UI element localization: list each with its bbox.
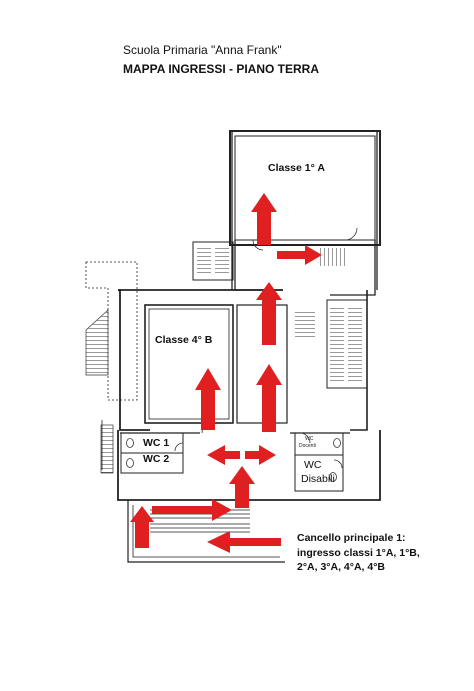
arrow-up-icon bbox=[256, 282, 282, 345]
map-title: MAPPA INGRESSI - PIANO TERRA bbox=[123, 62, 320, 76]
toilet-icon bbox=[126, 438, 341, 482]
arrow-up-icon bbox=[130, 506, 154, 548]
room-label-wc-docenti-a: WC bbox=[305, 436, 314, 442]
entry-arrows bbox=[130, 193, 322, 553]
room-label-wc-docenti-b: Docenti bbox=[299, 443, 316, 449]
arrow-up-icon bbox=[229, 466, 255, 508]
arrow-right-icon bbox=[152, 499, 232, 521]
arrow-left-icon bbox=[207, 445, 240, 465]
caption-line-3: 2°A, 3°A, 4°A, 4°B bbox=[297, 561, 385, 573]
room-label-wc-disabili-b: Disabili bbox=[301, 473, 335, 485]
room-label-wc-disabili-a: WC bbox=[304, 459, 322, 471]
entrance-caption: Cancello principale 1: ingresso classi 1… bbox=[297, 531, 420, 575]
room-label-classe-4b: Classe 4° B bbox=[155, 334, 213, 346]
arrow-up-icon bbox=[251, 193, 277, 245]
room-label-wc1: WC 1 bbox=[143, 437, 170, 449]
arrow-up-icon bbox=[256, 364, 282, 432]
caption-line-2: ingresso classi 1°A, 1°B, bbox=[297, 546, 420, 559]
arrow-right-icon bbox=[277, 245, 322, 265]
stairs-icon bbox=[85, 247, 362, 474]
arrow-left-icon bbox=[207, 531, 281, 553]
arrow-right-icon bbox=[245, 445, 276, 465]
room-label-wc2: WC 2 bbox=[143, 453, 170, 465]
caption-line-1: Cancello principale 1: bbox=[297, 532, 406, 544]
school-name: Scuola Primaria "Anna Frank" bbox=[123, 43, 282, 57]
room-label-classe-1a: Classe 1° A bbox=[268, 162, 325, 174]
arrow-up-icon bbox=[195, 368, 221, 430]
